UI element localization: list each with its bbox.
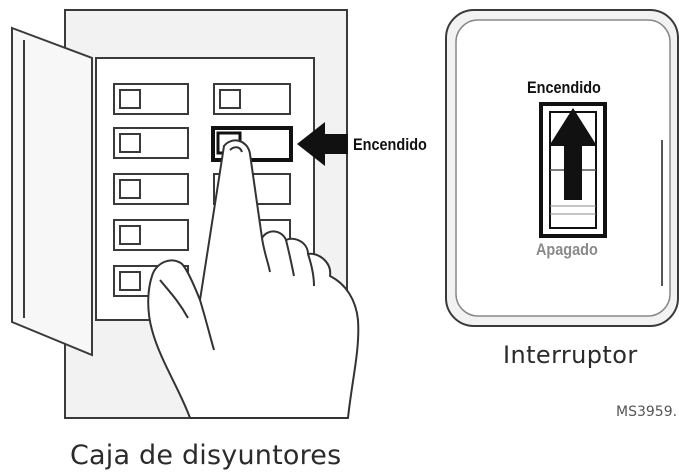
up-arrow-icon: [549, 108, 597, 200]
breaker-on-label: Encendido: [353, 135, 427, 154]
breaker-toggle: [219, 89, 241, 109]
figure-code: MS3959.: [616, 404, 678, 420]
pointing-hand-icon: [147, 139, 360, 419]
breaker-toggle: [119, 89, 141, 109]
breaker-toggle: [119, 271, 141, 291]
breaker-toggle: [119, 133, 141, 153]
breaker-box-door: [11, 26, 93, 357]
switch-caption: Interruptor: [503, 341, 638, 369]
breaker-box-caption: Caja de disyuntores: [70, 440, 342, 471]
breaker-toggle: [119, 179, 141, 199]
breaker-toggle: [119, 225, 141, 245]
switch-on-label: Encendido: [527, 78, 601, 97]
switch-off-label: Apagado: [536, 240, 598, 259]
callout-arrow-icon: [297, 122, 348, 166]
breaker-toggles-left: [119, 89, 141, 291]
